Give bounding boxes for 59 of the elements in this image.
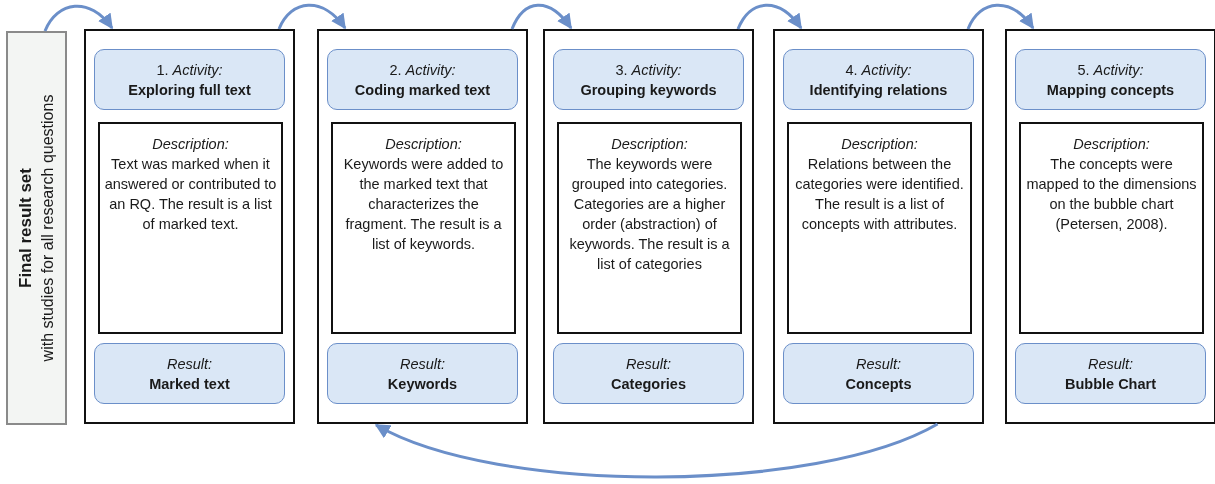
title-label: Exploring full text — [128, 80, 251, 100]
heading-label: Description: — [385, 135, 462, 154]
title-label: Categories — [611, 374, 686, 394]
heading-label: 1. Activity: — [156, 60, 223, 80]
activity-box — [783, 49, 974, 110]
description-text: Text was marked when it answered or contributed to an RQ. The result is a list of marked text. — [104, 155, 277, 234]
arrow — [277, 3, 347, 30]
result-box — [327, 343, 518, 404]
panel-subtitle: with studies for all research questions — [37, 94, 57, 362]
result-box — [94, 343, 285, 404]
arrow — [510, 3, 573, 30]
heading-label: Description: — [611, 135, 688, 154]
step-panel — [773, 29, 984, 424]
activity-box — [94, 49, 285, 110]
title-label: Bubble Chart — [1065, 374, 1156, 394]
step-panel — [1005, 29, 1215, 424]
heading-label: 3. Activity: — [615, 60, 682, 80]
arrow — [43, 4, 114, 32]
description-text: Relations between the categories were identified. The result is a list of concepts with attributes. — [794, 155, 965, 234]
heading-label: Result: — [166, 354, 213, 374]
heading-label: Description: — [1073, 135, 1150, 154]
side-panel — [6, 31, 67, 425]
title-label: Marked text — [149, 374, 230, 394]
description-box — [787, 122, 972, 334]
heading-label: Result: — [1087, 354, 1134, 374]
description-text: The keywords were grouped into categories. Categories are a higher order (abstraction) of keywords. The result is a list of categories — [568, 155, 731, 274]
heading-label: Result: — [625, 354, 672, 374]
activity-box — [553, 49, 744, 110]
description-box — [1019, 122, 1204, 334]
heading-label: Result: — [399, 354, 446, 374]
title-label: Grouping keywords — [580, 80, 717, 100]
result-box — [1015, 343, 1206, 404]
step-panel — [317, 29, 528, 424]
result-box — [783, 343, 974, 404]
panel-title: Final result set — [14, 168, 36, 288]
arrow — [374, 422, 939, 479]
step-panel — [543, 29, 754, 424]
description-text: Keywords were added to the marked text that characterizes the fragment. The result is a list of keywords. — [342, 155, 505, 254]
arrow — [966, 3, 1035, 30]
heading-label: 5. Activity: — [1077, 60, 1144, 80]
title-label: Concepts — [845, 374, 912, 394]
heading-label: Description: — [152, 135, 229, 154]
activity-box — [1015, 49, 1206, 110]
activity-box — [327, 49, 518, 110]
heading-label: Description: — [841, 135, 918, 154]
description-box — [557, 122, 742, 334]
step-panel — [84, 29, 295, 424]
title-label: Identifying relations — [809, 80, 948, 100]
description-box — [98, 122, 283, 334]
heading-label: 2. Activity: — [389, 60, 456, 80]
heading-label: 4. Activity: — [845, 60, 912, 80]
title-label: Coding marked text — [354, 80, 491, 100]
description-box — [331, 122, 516, 334]
description-text: The concepts were mapped to the dimensions on the bubble chart (Petersen, 2008). — [1025, 155, 1198, 234]
arrow — [736, 3, 803, 30]
heading-label: Result: — [855, 354, 902, 374]
result-box — [553, 343, 744, 404]
title-label: Keywords — [387, 374, 458, 394]
title-label: Mapping concepts — [1046, 80, 1175, 100]
